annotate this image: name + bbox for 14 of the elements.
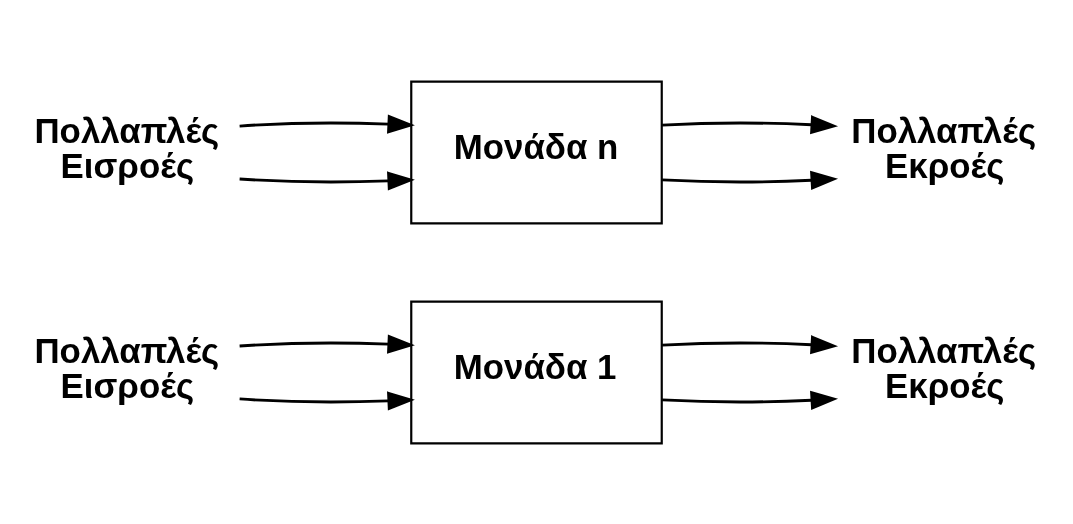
arrow (662, 114, 839, 134)
arrow (239, 334, 415, 354)
arrow (239, 170, 415, 190)
arrow (662, 390, 839, 410)
arrow (662, 170, 839, 190)
arrow (662, 334, 839, 354)
arrow (239, 114, 415, 134)
node-text: Πολλαπλές Εισροές (34, 330, 220, 405)
arrow (239, 390, 415, 410)
node-text: Πολλαπλές Εισροές (34, 110, 220, 185)
node-text: Πολλαπλές Εκροές (851, 110, 1037, 185)
node-text: Πολλαπλές Εκροές (851, 330, 1037, 405)
node-box: Μονάδα 1 (410, 300, 663, 444)
node-box: Μονάδα n (410, 80, 663, 224)
